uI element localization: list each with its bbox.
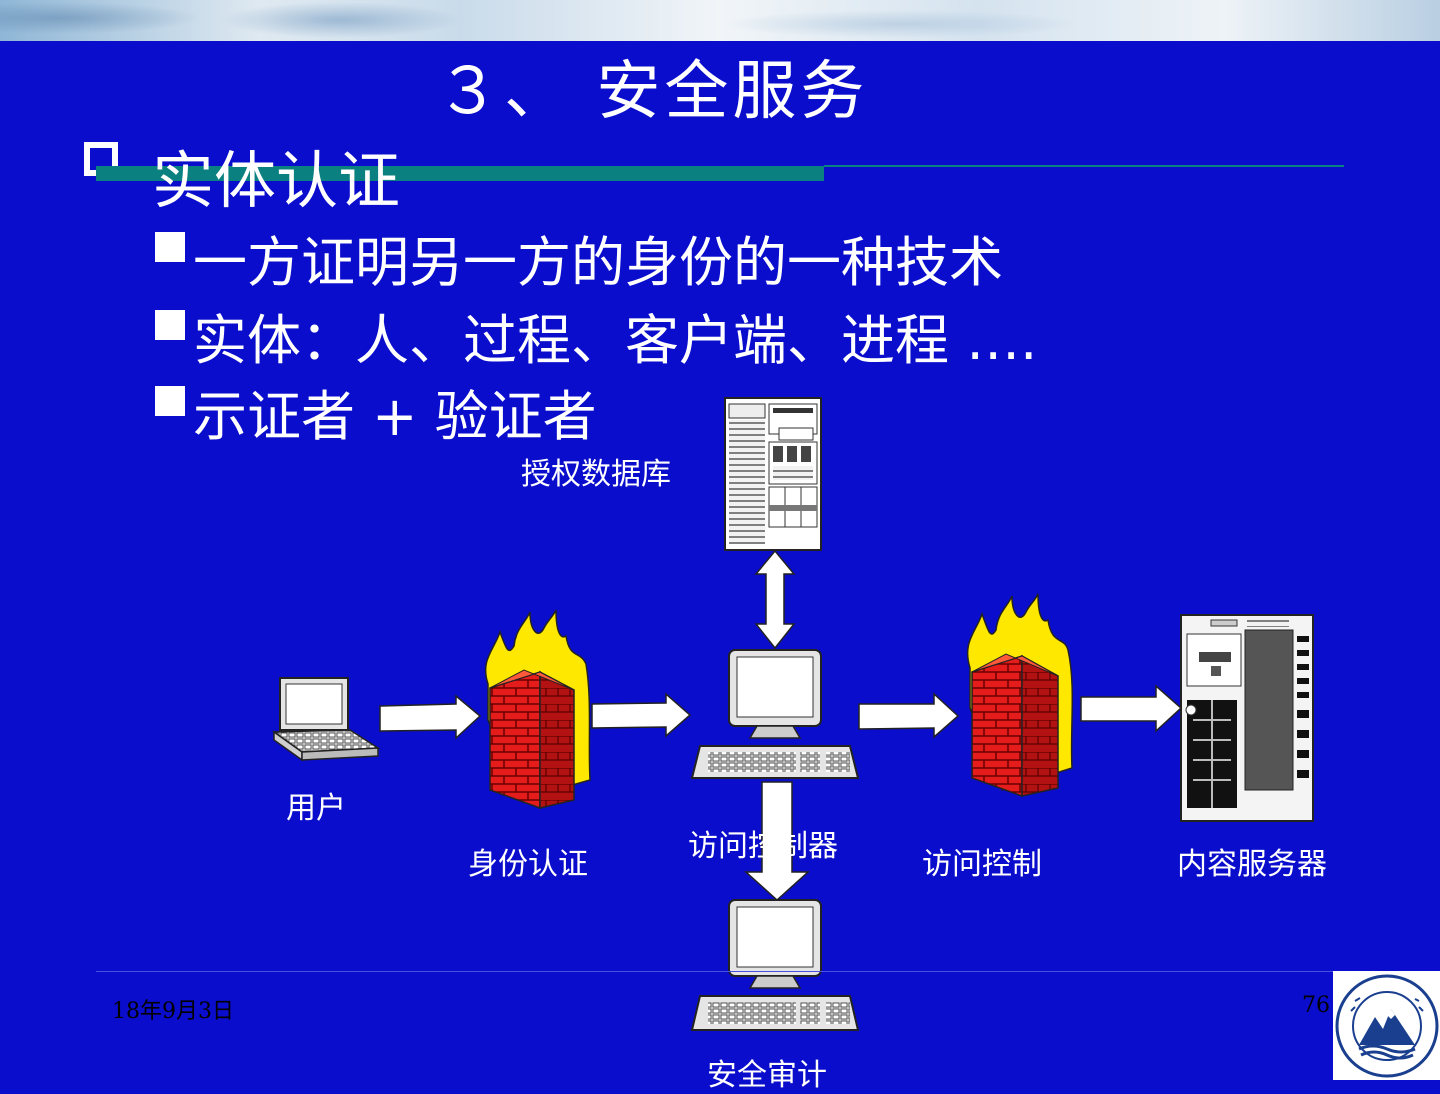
- arrow-db-controller-bidirectional: [754, 549, 796, 650]
- accent-line: [824, 165, 1344, 167]
- content-server-icon: [1180, 614, 1314, 822]
- square-bullet-icon: [155, 310, 185, 340]
- label-access-control: 访问控制: [922, 847, 1042, 882]
- arrow-auth-to-controller: [591, 692, 692, 738]
- arrow-controller-to-accesscontrol: [858, 692, 960, 739]
- label-user: 用户: [286, 791, 346, 826]
- label-identity-auth: 身份认证: [468, 847, 588, 882]
- footer-rule: [96, 971, 1336, 972]
- workstation-icon: [690, 899, 860, 1031]
- sky-banner: [0, 0, 1440, 41]
- arrow-accesscontrol-to-server: [1080, 684, 1183, 733]
- accent-bar: [96, 166, 824, 181]
- firewall-icon: [966, 593, 1074, 798]
- firewall-icon: [484, 609, 591, 810]
- laptop-icon: [271, 677, 381, 762]
- square-bullet-icon: [155, 232, 185, 262]
- label-content-server: 内容服务器: [1177, 847, 1327, 882]
- label-security-audit: 安全审计: [707, 1058, 827, 1093]
- bullet-text-3: 示证者 + 验证者: [193, 385, 597, 448]
- university-logo: [1333, 971, 1440, 1080]
- workstation-icon: [690, 649, 860, 779]
- label-auth-database: 授权数据库: [521, 457, 671, 492]
- section-heading: 实体认证: [152, 144, 401, 217]
- square-bullet-icon: [155, 386, 185, 416]
- arrow-controller-to-audit: [744, 781, 810, 902]
- bullet-text-2: 实体：人、过程、客户端、进程 ….: [193, 309, 1038, 372]
- bullet-text-1: 一方证明另一方的身份的一种技术: [193, 231, 1003, 294]
- database-server-icon: [724, 397, 822, 551]
- footer-date: 18年9月3日: [112, 999, 234, 1024]
- slide-title: ３、 安全服务: [436, 55, 869, 129]
- page-number: 76: [1302, 993, 1330, 1018]
- label-access-controller: 访问控制器: [688, 829, 838, 864]
- arrow-user-to-auth: [379, 694, 482, 740]
